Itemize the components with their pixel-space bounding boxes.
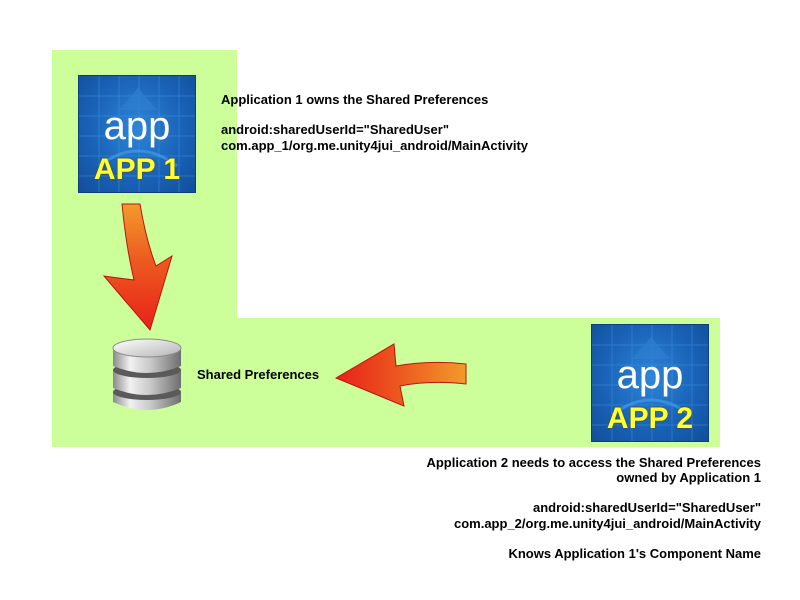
shared-preferences-label: Shared Preferences	[197, 367, 320, 382]
app2-caption-line5: Knows Application 1's Component Name	[508, 546, 761, 561]
app2-caption-line4: com.app_2/org.me.unity4jui_android/MainA…	[453, 516, 761, 531]
arrow-left-icon	[334, 343, 467, 407]
app1-caption-line3: com.app_1/org.me.unity4jui_android/MainA…	[221, 138, 529, 153]
app2-icon-pattern	[592, 325, 708, 441]
app2-caption-line2: owned by Application 1	[616, 470, 761, 485]
app1-icon-word: app	[103, 104, 171, 148]
app2-caption-line1: Application 2 needs to access the Shared…	[426, 455, 761, 470]
app2-icon: app APP 2	[591, 324, 709, 442]
app1-icon-pattern	[79, 76, 195, 192]
app2-icon-name: APP 2	[606, 402, 694, 435]
app2-icon-word: app	[616, 353, 684, 397]
app2-caption-line3: android:sharedUserId="SharedUser"	[533, 500, 761, 515]
database-icon	[112, 338, 182, 410]
arrow-down-icon	[102, 203, 173, 332]
app1-icon-name: APP 1	[93, 153, 181, 186]
app1-caption-line2: android:sharedUserId="SharedUser"	[221, 122, 449, 137]
app1-icon: app APP 1	[78, 75, 196, 193]
app1-caption-line1: Application 1 owns the Shared Preference…	[221, 92, 489, 107]
